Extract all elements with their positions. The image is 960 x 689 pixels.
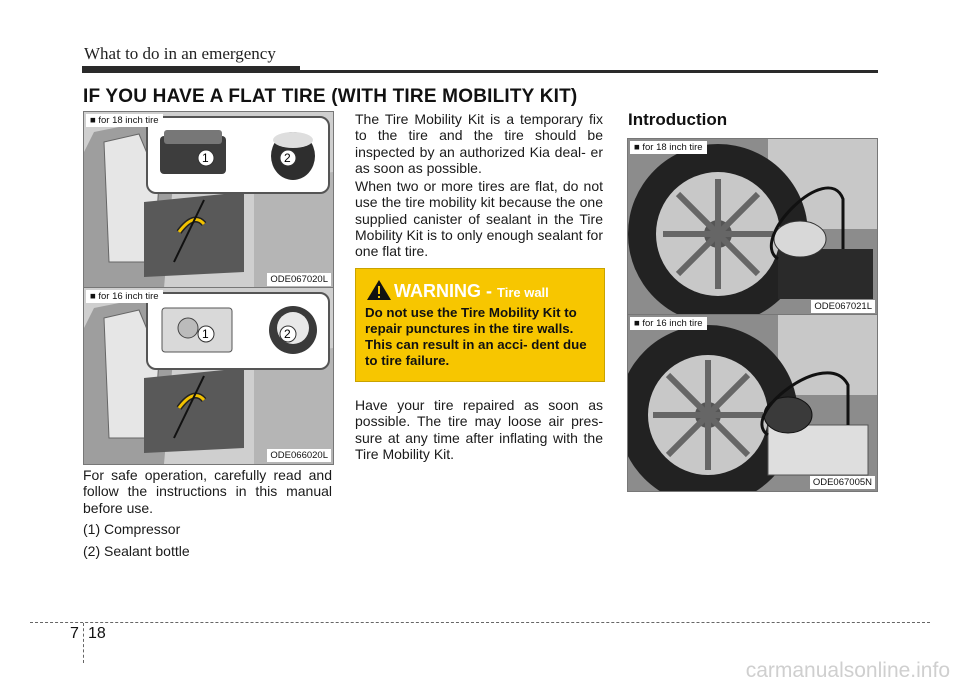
footer-rule [30, 622, 930, 623]
middle-paragraph-2: When two or more tires are flat, do not … [355, 178, 603, 260]
footer-divider [83, 623, 84, 663]
figure-trunk-18inch: 1 2 ■ for 18 inch tire ODE067020L [83, 111, 334, 289]
warning-subject: Tire wall [497, 285, 549, 300]
middle-paragraph-3: Have your tire repaired as soon as possi… [355, 397, 603, 462]
figure-label: ■ for 18 inch tire [86, 114, 163, 127]
figure-inflating-16inch: ■ for 16 inch tire ODE067005N [627, 314, 878, 492]
warning-box: WARNING - Tire wall Do not use the Tire … [355, 268, 605, 382]
header-rule-accent [82, 66, 300, 73]
page-chapter-number: 7 [70, 625, 79, 642]
callout-2: 2 [284, 327, 291, 341]
figure-code: ODE067021L [811, 300, 875, 313]
warning-title: WARNING - Tire wall [394, 281, 549, 302]
callout-2: 2 [284, 151, 291, 165]
middle-paragraph-1: The Tire Mobility Kit is a temporary fix… [355, 111, 603, 176]
list-item-sealant: (2) Sealant bottle [83, 543, 190, 559]
section-heading: IF YOU HAVE A FLAT TIRE (WITH TIRE MOBIL… [83, 86, 578, 107]
figure-inflating-18inch: ■ for 18 inch tire ODE067021L [627, 138, 878, 316]
warning-body: Do not use the Tire Mobility Kit to repa… [365, 305, 587, 368]
page-number: 18 [88, 625, 106, 642]
introduction-heading: Introduction [628, 110, 728, 129]
kit-inset: 1 2 [146, 292, 330, 370]
tire-inflation-illustration [628, 139, 877, 315]
figure-label: ■ for 18 inch tire [630, 141, 707, 154]
figure-trunk-16inch: 1 2 ■ for 16 inch tire ODE066020L [83, 287, 334, 465]
kit-components-illustration: 1 2 [160, 130, 315, 180]
figure-label: ■ for 16 inch tire [630, 317, 707, 330]
figure-code: ODE066020L [267, 449, 331, 462]
safety-paragraph: For safe operation, carefully read and f… [83, 467, 332, 516]
callout-1: 1 [202, 327, 209, 341]
figure-code: ODE067005N [809, 476, 875, 489]
header-rule [82, 70, 878, 73]
figure-label: ■ for 16 inch tire [86, 290, 163, 303]
tire-inflation-illustration [628, 315, 877, 491]
callout-1: 1 [202, 151, 209, 165]
watermark-text: carmanualsonline.info [745, 659, 950, 682]
running-header: What to do in an emergency [84, 44, 276, 63]
kit-inset: 1 2 [146, 116, 330, 194]
warning-triangle-icon [367, 280, 391, 300]
figure-code: ODE067020L [267, 273, 331, 286]
list-item-compressor: (1) Compressor [83, 521, 181, 537]
warning-label: WARNING - [394, 281, 497, 301]
kit-components-illustration: 1 2 [161, 306, 317, 354]
